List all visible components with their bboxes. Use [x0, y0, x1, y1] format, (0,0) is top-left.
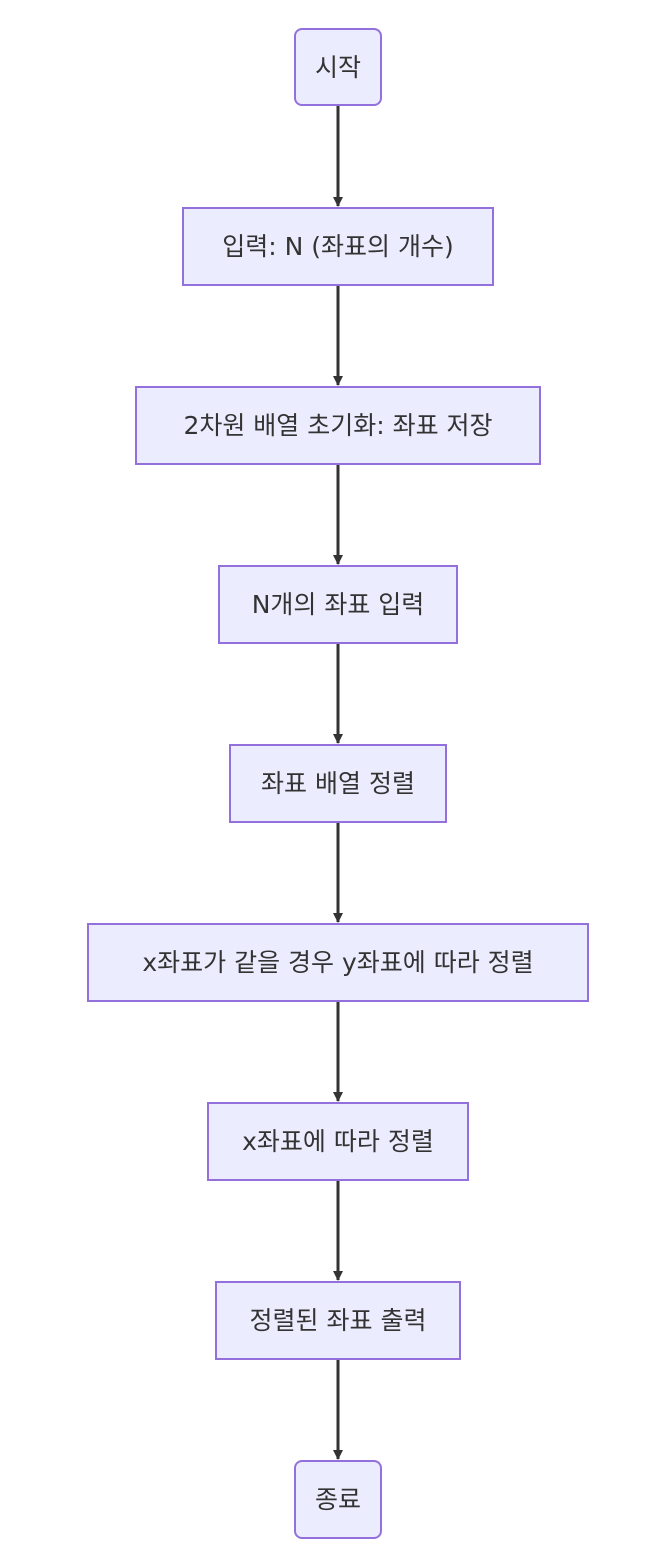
node-sort-array-label: 좌표 배열 정렬: [261, 769, 415, 798]
node-start: 시작: [294, 28, 382, 106]
node-output: 정렬된 좌표 출력: [215, 1281, 461, 1360]
node-sort-by-x-label: x좌표에 따라 정렬: [242, 1127, 434, 1156]
node-input-n: 입력: N (좌표의 개수): [182, 207, 494, 286]
node-init-array: 2차원 배열 초기화: 좌표 저장: [135, 386, 541, 465]
node-sort-by-y-label: x좌표가 같을 경우 y좌표에 따라 정렬: [142, 948, 534, 977]
node-end: 종료: [294, 1460, 382, 1539]
node-sort-by-y: x좌표가 같을 경우 y좌표에 따라 정렬: [87, 923, 589, 1002]
node-input-coords: N개의 좌표 입력: [218, 565, 458, 644]
node-input-n-label: 입력: N (좌표의 개수): [222, 232, 454, 261]
node-sort-array: 좌표 배열 정렬: [229, 744, 447, 823]
node-input-coords-label: N개의 좌표 입력: [251, 590, 425, 619]
node-start-label: 시작: [314, 52, 361, 82]
node-end-label: 종료: [314, 1485, 361, 1514]
node-init-array-label: 2차원 배열 초기화: 좌표 저장: [183, 411, 493, 440]
node-sort-by-x: x좌표에 따라 정렬: [207, 1102, 469, 1181]
node-output-label: 정렬된 좌표 출력: [249, 1306, 427, 1335]
